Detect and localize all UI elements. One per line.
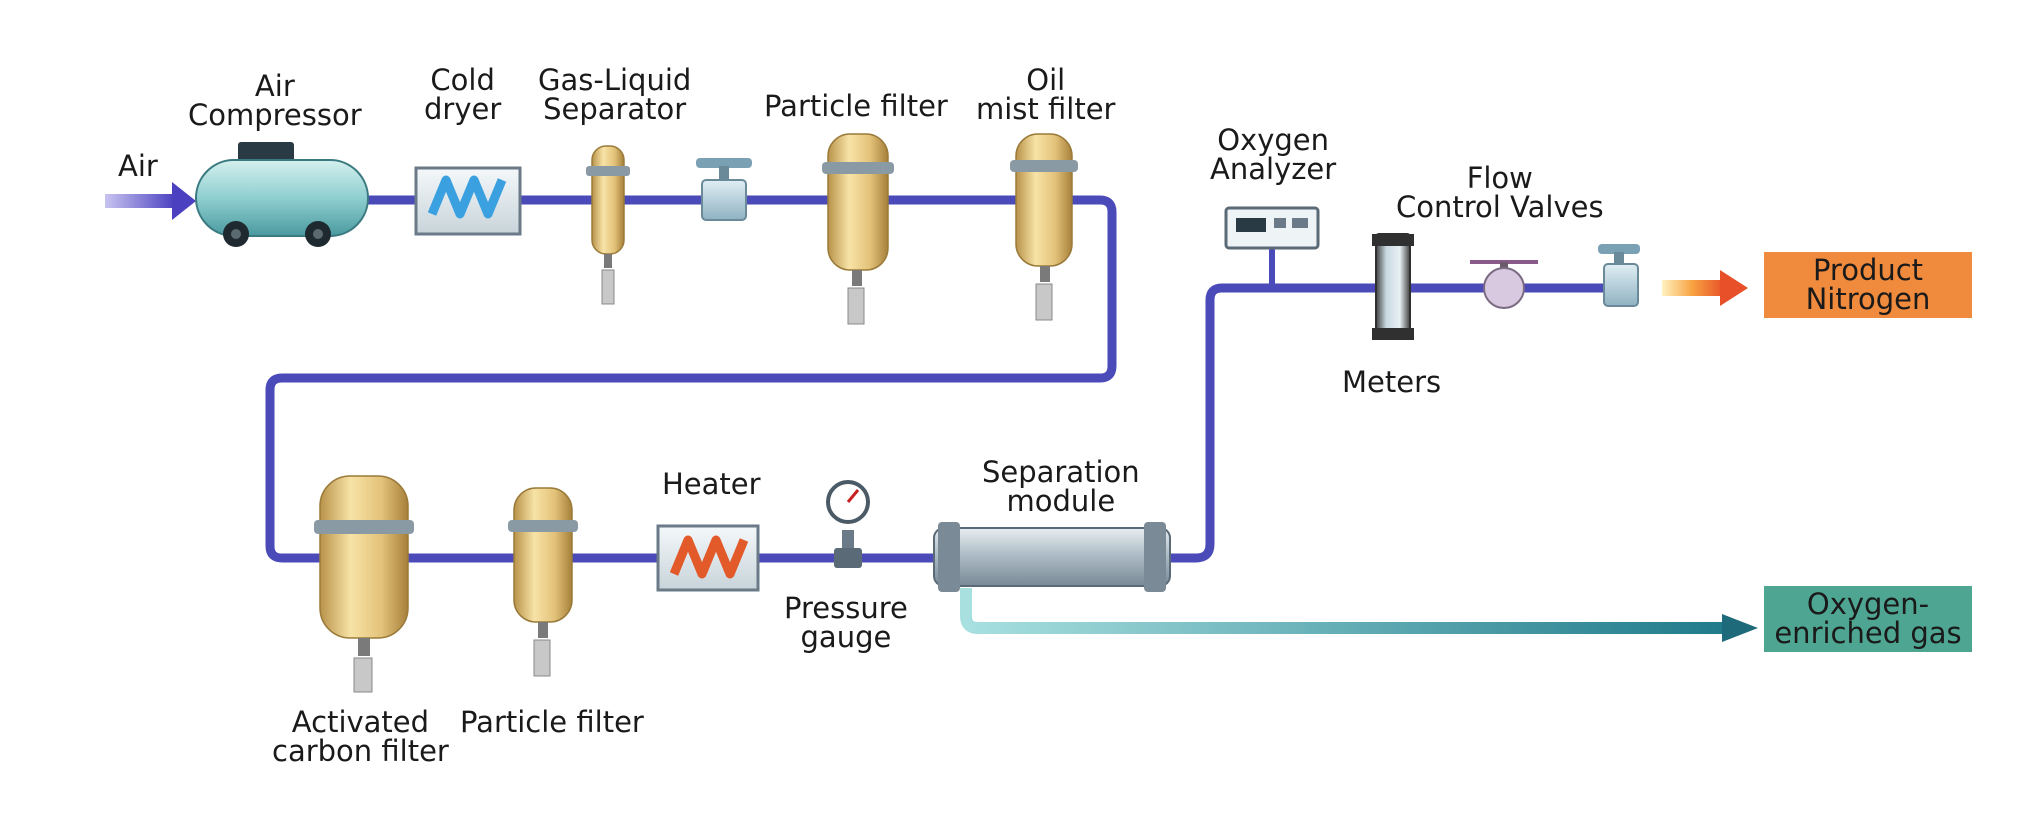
oxygen-enriched-gas-box: Oxygen-enriched gas: [1764, 586, 1972, 652]
flow-control-valve-2-icon: [1598, 244, 1640, 307]
activated-carbon-filter-icon: [314, 475, 414, 693]
air-label: Air: [118, 149, 158, 183]
heater-label: Heater: [662, 467, 761, 501]
meters-label: Meters: [1342, 365, 1442, 399]
air-compressor-icon: [195, 142, 369, 247]
cold-dryer-icon: [414, 166, 522, 236]
flow-control-valve-1-icon: [1470, 260, 1538, 309]
oil-mist-filter-icon: [1010, 133, 1078, 321]
particle-filter-bottom-icon: [508, 487, 578, 677]
oxygen-analyzer-icon: [1224, 206, 1320, 288]
product-outlet-arrow: [1662, 270, 1748, 306]
heater-icon: [656, 524, 760, 592]
particle-filter-top-label: Particle filter: [764, 89, 948, 123]
particle-filter-top-icon: [822, 133, 894, 325]
gas-liquid-separator-icon: [586, 145, 630, 305]
main-pipeline: [265, 195, 1610, 563]
pressure-gauge-icon: [826, 480, 870, 568]
flow-meter-icon: [1372, 233, 1414, 340]
air-inlet-arrow: [105, 182, 196, 220]
inline-valve-icon: [696, 158, 752, 221]
particle-filter-bottom-label: Particle filter: [460, 705, 644, 739]
separation-module-icon: [933, 522, 1171, 592]
oxygen-outlet-arrow: [960, 588, 1758, 642]
